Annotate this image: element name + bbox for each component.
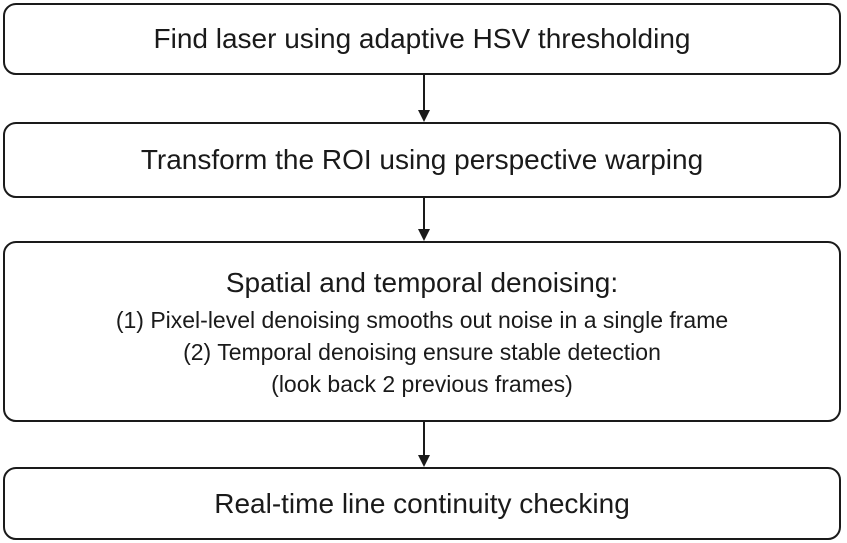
step-title: Find laser using adaptive HSV thresholdi…	[153, 23, 691, 54]
step-box-find-laser: Find laser using adaptive HSV thresholdi…	[3, 3, 841, 75]
step-box-denoising: Spatial and temporal denoising: (1) Pixe…	[3, 241, 841, 422]
step-title: Transform the ROI using perspective warp…	[140, 144, 704, 175]
step-detail-line: (look back 2 previous frames)	[271, 370, 573, 397]
step-box-continuity-check: Real-time line continuity checking	[3, 467, 841, 540]
step-title: Spatial and temporal denoising:	[225, 266, 619, 298]
down-arrow-icon	[414, 75, 434, 122]
step-box-transform-roi: Transform the ROI using perspective warp…	[3, 122, 841, 198]
down-arrow-icon	[414, 198, 434, 241]
step-detail-line: (2) Temporal denoising ensure stable det…	[183, 338, 661, 365]
down-arrow-icon	[414, 422, 434, 467]
step-title: Real-time line continuity checking	[214, 487, 630, 519]
step-detail-line: (1) Pixel-level denoising smooths out no…	[115, 306, 729, 333]
